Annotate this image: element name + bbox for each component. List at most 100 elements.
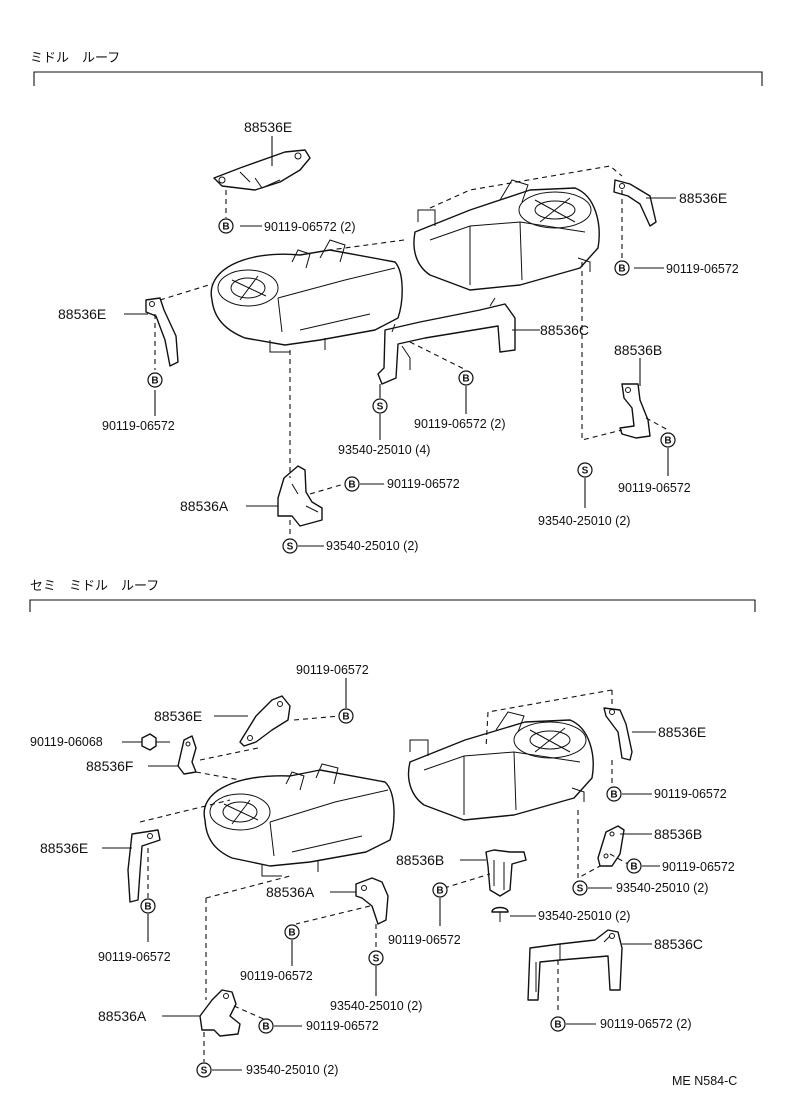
part-label-90119-06572: 90119-06572 bbox=[102, 419, 175, 433]
part-label-90119-06572: 90119-06572 bbox=[654, 787, 727, 801]
bracket-88536a-mid-icon bbox=[355, 877, 389, 925]
part-label-88536b: 88536B bbox=[654, 826, 702, 842]
svg-text:S: S bbox=[373, 954, 380, 965]
svg-text:B: B bbox=[630, 862, 637, 873]
dashed-line bbox=[139, 799, 231, 898]
screw-marker-icon: S bbox=[196, 1062, 212, 1078]
dashed-line bbox=[485, 689, 613, 749]
bolt-marker-icon: B bbox=[614, 260, 630, 276]
svg-text:B: B bbox=[618, 264, 625, 275]
svg-text:S: S bbox=[582, 466, 589, 477]
bolt-marker-icon: B bbox=[458, 370, 474, 386]
part-label-90119-06572: 90119-06572 bbox=[306, 1019, 379, 1033]
part-label-93540-25010: 93540-25010 (2) bbox=[326, 539, 418, 553]
dashed-line bbox=[577, 810, 601, 879]
part-label-88536e: 88536E bbox=[154, 708, 202, 724]
svg-text:S: S bbox=[577, 884, 584, 895]
svg-text:B: B bbox=[222, 222, 229, 233]
section-middle-roof: ミドル ルーフ bbox=[30, 50, 763, 554]
part-label-93540-25010: 93540-25010 (2) bbox=[246, 1063, 338, 1077]
part-label-90119-06572: 90119-06572 bbox=[296, 663, 369, 677]
dashed-line bbox=[159, 165, 623, 301]
blower-unit-right-icon bbox=[407, 711, 594, 821]
svg-text:B: B bbox=[288, 928, 295, 939]
part-label-88536a: 88536A bbox=[266, 884, 315, 900]
bolt-marker-icon: B bbox=[218, 218, 234, 234]
section-semi-middle-roof: セミ ミドル ルーフ bbox=[29, 578, 756, 1078]
svg-text:B: B bbox=[664, 436, 671, 447]
part-label-88536b: 88536B bbox=[396, 852, 444, 868]
part-label-93540-25010: 93540-25010 (2) bbox=[538, 514, 630, 528]
blower-unit-left-icon bbox=[210, 239, 403, 353]
part-label-88536a: 88536A bbox=[98, 1008, 147, 1024]
svg-text:S: S bbox=[377, 402, 384, 413]
svg-text:S: S bbox=[201, 1066, 208, 1077]
bolt-marker-icon: B bbox=[660, 432, 676, 448]
bracket-88536b-mid-icon bbox=[485, 849, 527, 897]
screw-marker-icon: S bbox=[282, 538, 298, 554]
svg-text:B: B bbox=[554, 1020, 561, 1031]
bolt-marker-icon: B bbox=[140, 898, 156, 914]
part-label-90119-06572: 90119-06572 bbox=[618, 481, 691, 495]
part-label-90119-06572: 90119-06572 bbox=[666, 262, 739, 276]
part-label-88536c: 88536C bbox=[654, 936, 703, 952]
bracket-88536e-top-icon bbox=[239, 695, 291, 747]
dashed-line bbox=[233, 1005, 267, 1021]
svg-text:S: S bbox=[287, 542, 294, 553]
bolt-marker-icon: B bbox=[550, 1016, 566, 1032]
dashed-line bbox=[443, 873, 491, 889]
bolt-marker-icon: B bbox=[338, 708, 354, 724]
screw-marker-icon: S bbox=[372, 398, 388, 414]
part-label-90119-06572: 90119-06572 (2) bbox=[264, 220, 356, 234]
section-title-middle-roof: ミドル ルーフ bbox=[30, 50, 120, 65]
dashed-line bbox=[609, 853, 629, 865]
bolt-marker-icon: B bbox=[344, 476, 360, 492]
bracket-88536b-right-icon bbox=[597, 825, 625, 867]
svg-text:B: B bbox=[262, 1022, 269, 1033]
section-bracket-line bbox=[29, 599, 756, 612]
part-label-93540-25010: 93540-25010 (4) bbox=[338, 443, 430, 457]
section-bracket-line bbox=[33, 71, 763, 86]
screw-marker-icon: S bbox=[572, 880, 588, 896]
screw-93540-25010-icon bbox=[491, 906, 509, 922]
part-label-90119-06572: 90119-06572 bbox=[662, 860, 735, 874]
bracket-88536e-left-icon bbox=[127, 829, 161, 903]
part-label-88536e: 88536E bbox=[40, 840, 88, 856]
bolt-marker-icon: B bbox=[626, 858, 642, 874]
part-label-90119-06068: 90119-06068 bbox=[30, 735, 103, 749]
part-label-88536c: 88536C bbox=[540, 322, 589, 338]
bolt-marker-icon: B bbox=[258, 1018, 274, 1034]
screw-marker-icon: S bbox=[368, 950, 384, 966]
part-label-88536a: 88536A bbox=[180, 498, 229, 514]
dashed-line bbox=[205, 875, 291, 1000]
part-label-90119-06572: 90119-06572 (2) bbox=[600, 1017, 692, 1031]
part-label-93540-25010: 93540-25010 (2) bbox=[330, 999, 422, 1013]
svg-text:B: B bbox=[462, 374, 469, 385]
part-label-88536e: 88536E bbox=[658, 724, 706, 740]
part-label-88536e: 88536E bbox=[244, 119, 292, 135]
part-label-90119-06572: 90119-06572 bbox=[388, 933, 461, 947]
dashed-line bbox=[293, 715, 341, 721]
bracket-88536e-top-icon bbox=[213, 149, 311, 191]
blower-unit-right-icon bbox=[413, 179, 600, 291]
bolt-marker-icon: B bbox=[147, 372, 163, 388]
part-label-93540-25010: 93540-25010 (2) bbox=[616, 881, 708, 895]
bracket-88536f-icon bbox=[177, 735, 197, 775]
diagram-code: ME N584-C bbox=[672, 1074, 737, 1088]
bolt-marker-icon: B bbox=[432, 882, 448, 898]
dashed-line bbox=[409, 341, 467, 371]
part-label-93540-25010: 93540-25010 (2) bbox=[538, 909, 630, 923]
section-title-semi-middle-roof: セミ ミドル ルーフ bbox=[30, 578, 159, 593]
part-label-88536e: 88536E bbox=[58, 306, 106, 322]
bracket-88536e-right-icon bbox=[613, 179, 657, 227]
part-label-90119-06572: 90119-06572 bbox=[387, 477, 460, 491]
bracket-88536e-right-icon bbox=[603, 707, 633, 761]
bolt-90119-06068-icon bbox=[141, 733, 170, 751]
svg-text:B: B bbox=[342, 712, 349, 723]
part-label-90119-06572: 90119-06572 bbox=[98, 950, 171, 964]
svg-text:B: B bbox=[151, 376, 158, 387]
part-label-88536f: 88536F bbox=[86, 758, 133, 774]
bracket-88536b-icon bbox=[619, 383, 651, 439]
svg-text:B: B bbox=[144, 902, 151, 913]
